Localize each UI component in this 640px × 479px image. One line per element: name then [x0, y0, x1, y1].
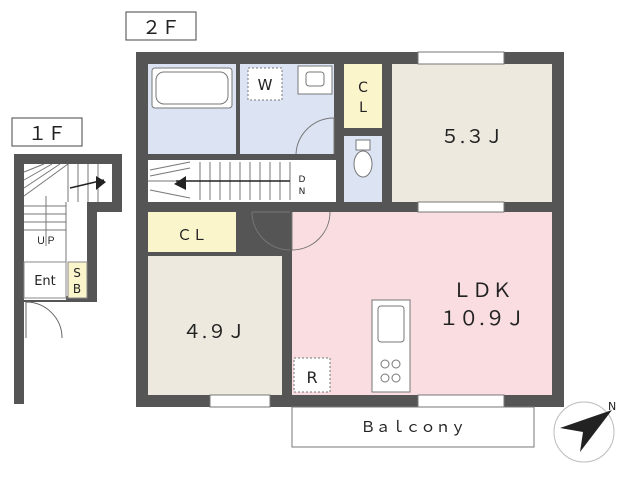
stove-burner-2	[391, 359, 401, 369]
refrigerator-space	[293, 357, 331, 393]
stairs-down-label-d: D	[299, 175, 306, 185]
window-south-ldk	[417, 394, 505, 408]
stairs-up-label: ＵＰ	[36, 236, 56, 247]
washing-machine-space	[247, 67, 283, 101]
floor-label-2f-box	[125, 11, 197, 41]
closet-upper	[344, 64, 382, 128]
toilet-bowl	[353, 150, 373, 178]
ldk-door-swing	[291, 211, 331, 251]
shoe-box	[67, 261, 88, 299]
window-north	[417, 51, 505, 65]
stove-burner-1	[380, 359, 390, 369]
entrance-door-swing	[25, 301, 63, 339]
bathtub-inner	[155, 71, 229, 105]
balcony	[291, 406, 535, 448]
washroom-door-swing	[295, 117, 335, 155]
kitchen-sink	[377, 305, 405, 343]
floor-label-1f: １Ｆ	[28, 123, 66, 145]
shoe-box-label-s: S	[73, 266, 81, 280]
toilet-tank	[355, 139, 371, 151]
ldk-name: ＬＤＫ	[452, 278, 512, 302]
entrance-label: Ent	[34, 274, 56, 289]
closet-upper-label-c: C	[358, 80, 368, 96]
stairs-down-label-n: N	[299, 187, 306, 197]
bedroom-west-size: ４.９Ｊ	[182, 321, 245, 343]
bedroom-west	[148, 256, 282, 395]
closet-upper-label-l: L	[359, 100, 367, 116]
compass: N	[553, 400, 616, 463]
floor-label-1f-box	[11, 117, 83, 147]
second-floor: W C L ５.３Ｊ D N	[136, 51, 564, 408]
entrance-floor	[23, 261, 67, 299]
stairs-up-arrow-icon	[96, 176, 106, 190]
window-inner	[417, 201, 505, 213]
bedroom-door-swing	[251, 211, 291, 251]
washroom-label: W	[258, 76, 273, 94]
window-south-bedroom	[209, 394, 271, 408]
balcony-label: Ｂａｌｃｏｎｙ	[360, 418, 465, 436]
shoe-box-label-b: B	[73, 282, 81, 296]
compass-north-label: N	[608, 400, 616, 413]
ldk-size: １０.９Ｊ	[439, 306, 525, 330]
vanity-basin	[305, 71, 325, 87]
stove-burner-4	[391, 373, 401, 383]
stairs-down-arrow-icon	[174, 176, 186, 190]
first-floor: ＵＰ Ent S B	[14, 154, 122, 404]
bedroom-east	[392, 64, 552, 202]
ldk-room	[292, 212, 552, 395]
bedroom-east-size: ５.３Ｊ	[440, 126, 503, 148]
stove-burner-3	[380, 373, 390, 383]
closet-lower	[148, 212, 236, 252]
compass-arrow-icon	[560, 410, 612, 452]
refrigerator-label: R	[306, 368, 317, 387]
closet-lower-label: ＣＬ	[177, 226, 207, 244]
floor-label-2f: ２Ｆ	[142, 17, 180, 39]
entrance-door-opening	[24, 302, 66, 338]
